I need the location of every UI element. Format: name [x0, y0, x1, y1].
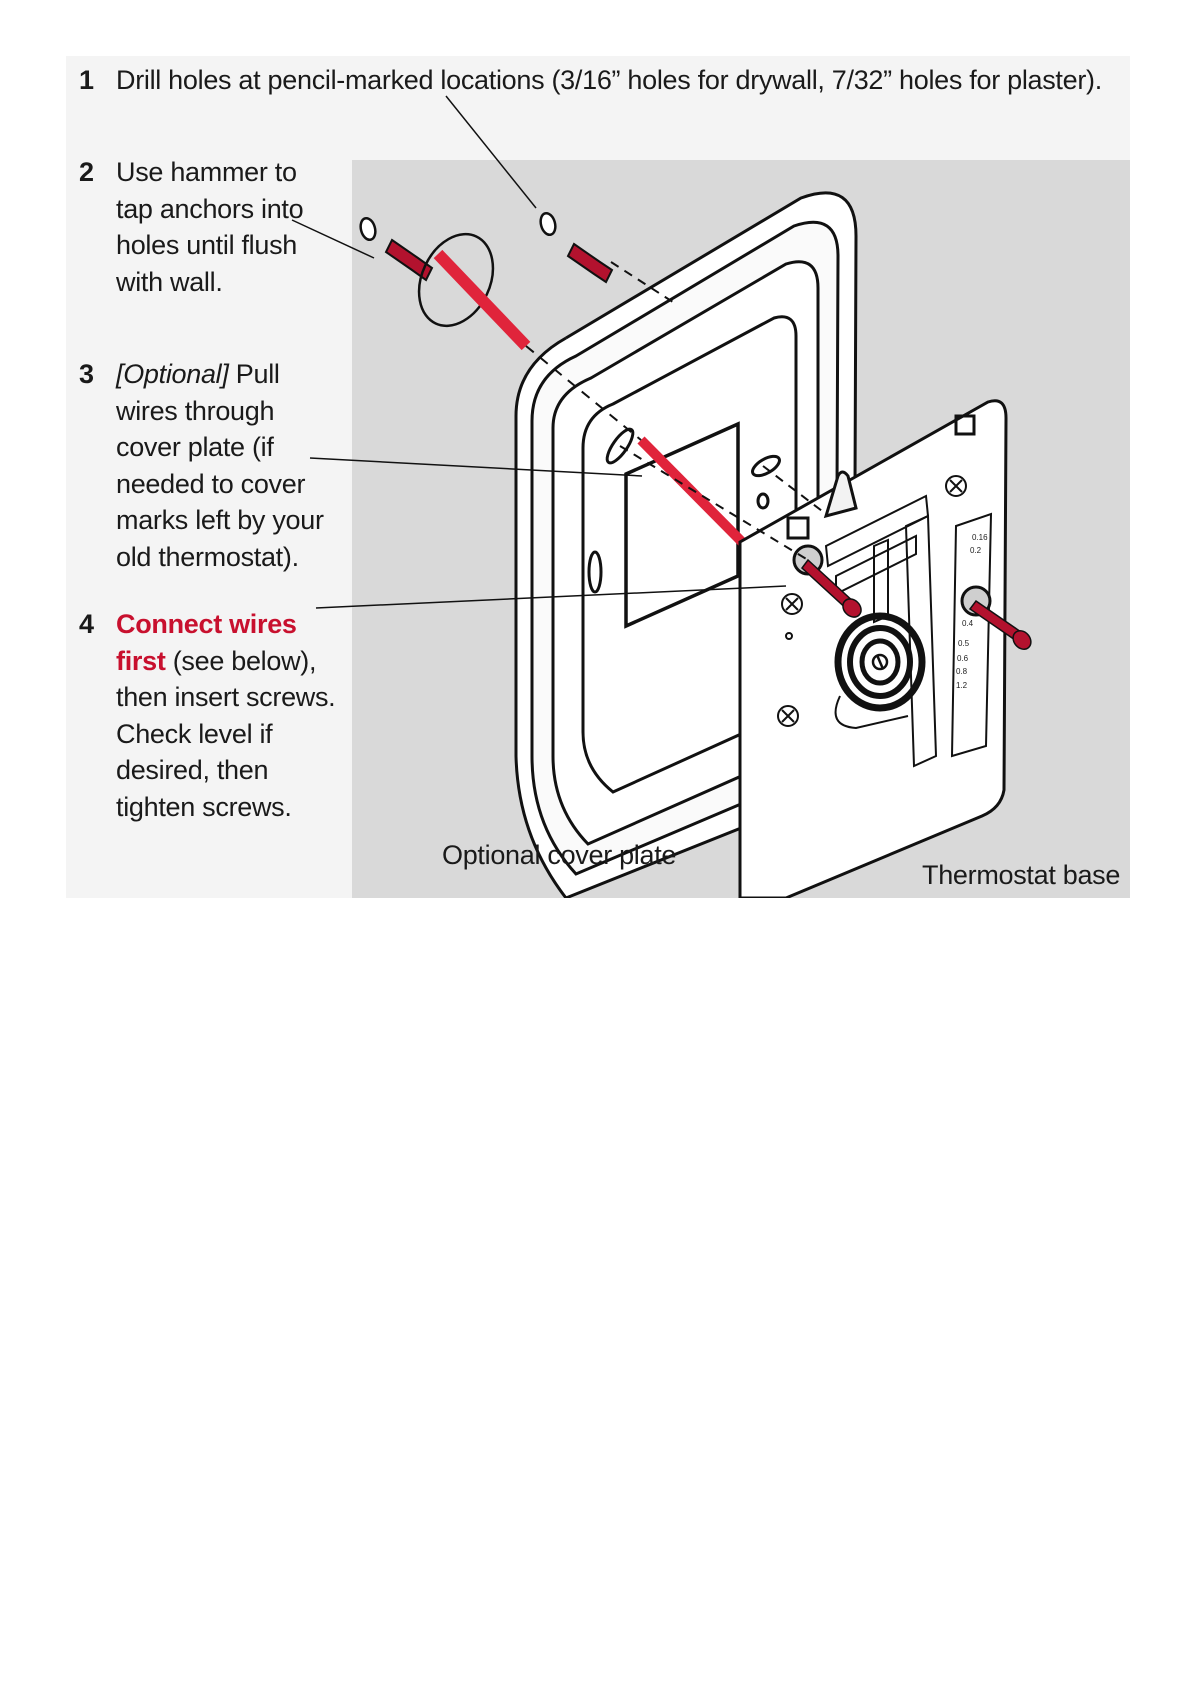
mercury-coil-icon — [834, 612, 926, 730]
step-2-text: Use hammer to tap anchors into holes unt… — [116, 157, 304, 297]
step-2: 2 Use hammer to tap anchors into holes u… — [79, 154, 336, 300]
cover-hole-right — [756, 492, 770, 510]
guide-lines — [610, 261, 827, 561]
screw-post-top-right — [945, 475, 967, 497]
step-3: 3 [Optional] Pull wires through cover pl… — [79, 356, 331, 575]
anticipator-scale: 0.16 0.2 0.4 0.5 0.6 0.8 1.2 — [956, 533, 988, 690]
scale-label: 0.4 — [962, 619, 974, 628]
installation-figure: 0.16 0.2 0.4 0.5 0.6 0.8 1.2 — [66, 56, 1130, 898]
step-4-text: Connect wires first (see below), then in… — [116, 606, 346, 825]
thermostat-base — [738, 399, 1008, 898]
screw-post-bottom-left — [777, 705, 799, 727]
scale-label: 1.2 — [956, 681, 968, 690]
wall-holes — [359, 211, 557, 242]
step-4-text-body: (see below), then insert screws. Check l… — [116, 645, 336, 822]
scale-label: 0.2 — [970, 546, 982, 555]
cover-plate-caption: Optional cover plate — [442, 840, 677, 870]
screw-post-left — [781, 593, 803, 615]
callout-lines — [291, 95, 787, 609]
scale-label: 0.6 — [957, 654, 969, 663]
step-4: 4 Connect wires first (see below), then … — [79, 606, 346, 825]
step-1-text: Drill holes at pencil-marked locations (… — [116, 65, 1102, 95]
step-3-text: [Optional] Pull wires through cover plat… — [116, 356, 331, 575]
step-3-optional-tag: [Optional] — [116, 359, 229, 389]
cover-slot-left — [587, 550, 603, 594]
thermostat-base-caption: Thermostat base — [922, 860, 1121, 890]
step-2-number: 2 — [79, 157, 94, 187]
step-4-highlight: Connect wires first — [116, 609, 297, 676]
step-3-text-body: Pull wires through cover plate (if neede… — [116, 359, 324, 572]
mounting-illustration: 0.16 0.2 0.4 0.5 0.6 0.8 1.2 — [291, 95, 1032, 898]
scale-label: 0.8 — [956, 667, 968, 676]
screw-icon — [800, 558, 1032, 650]
anchor-icon — [384, 238, 614, 284]
step-1: 1 Drill holes at pencil-marked locations… — [79, 62, 1116, 99]
wire-bundle-icon — [417, 232, 746, 546]
scale-label: 0.5 — [958, 639, 970, 648]
step-3-number: 3 — [79, 359, 94, 389]
step-1-number: 1 — [79, 65, 94, 95]
scale-label: 0.16 — [972, 533, 988, 542]
step-4-number: 4 — [79, 609, 94, 639]
